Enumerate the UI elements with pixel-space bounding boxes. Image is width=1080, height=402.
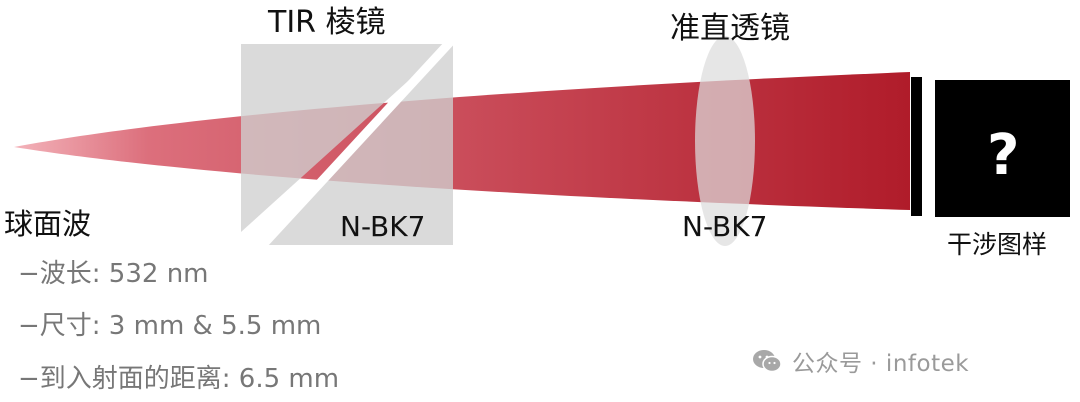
lens-material-label: N-BK7 — [682, 210, 768, 243]
interference-pattern-box — [935, 80, 1070, 217]
distance-param: −到入射面的距离: 6.5 mm — [18, 364, 340, 394]
watermark-text: 公众号 · infotek — [792, 351, 970, 377]
tir-prism-air-gap — [256, 36, 456, 252]
prism-title: TIR 棱镜 — [268, 5, 386, 40]
size-param: −尺寸: 3 mm & 5.5 mm — [18, 311, 322, 341]
collimating-lens — [695, 36, 755, 246]
tir-prism-upper-half — [241, 44, 449, 232]
prism-material-label: N-BK7 — [340, 210, 426, 243]
unknown-pattern-symbol: ? — [987, 123, 1020, 188]
screen-bar — [911, 77, 922, 216]
wechat-icon — [753, 350, 782, 373]
spherical-wave-label: 球面波 — [4, 207, 92, 241]
interference-pattern-label: 干涉图样 — [947, 230, 1048, 259]
laser-beam — [14, 72, 910, 210]
wavelength-param: −波长: 532 nm — [18, 259, 209, 289]
lens-title: 准直透镜 — [670, 11, 790, 46]
watermark: 公众号 · infotek — [752, 346, 970, 377]
tir-prism — [241, 36, 456, 252]
